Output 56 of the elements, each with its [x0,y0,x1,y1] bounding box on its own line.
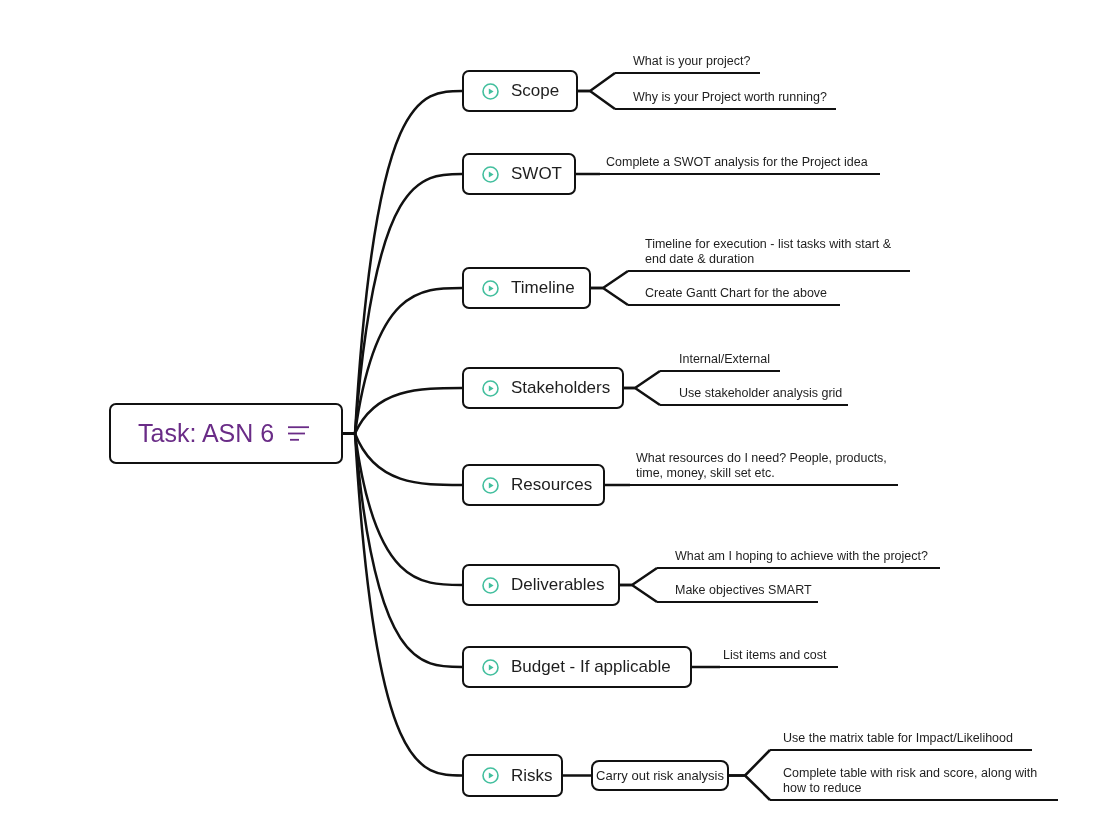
branch-line [343,432,463,777]
topic-text: Resources [511,475,593,495]
topic-text: SWOT [511,164,562,184]
topic-text: What resources do I need? People, products, time, money, skill set etc. [636,451,888,482]
topic-text: Timeline for execution - list tasks with start & end date & duration [645,237,893,268]
branch-line [624,386,661,407]
underlined-topic [628,286,840,307]
underlined-topic [660,352,780,373]
topic-text: Use the matrix table for Impact/Likelihood [783,731,1014,747]
branch-line [729,774,771,801]
branch-line [591,286,629,307]
central-topic-box [109,403,343,464]
topic-box [462,646,692,688]
topic-text: Complete table with risk and score, along with how to reduce [783,766,1039,797]
topic-box [462,267,591,309]
branch-line [605,483,630,487]
topic-text: Complete a SWOT analysis for the Project idea [606,155,869,171]
branch-line [563,774,591,777]
topic-text: What am I hoping to achieve with the project? [675,549,929,565]
underlined-topic [628,237,910,273]
topic-text: List items and cost [723,648,828,664]
topic-text: Why is your Project worth running? [633,90,828,106]
topic-text: Internal/External [679,352,772,368]
underlined-topic [600,155,880,176]
branch-line [578,89,616,110]
underlined-topic [660,386,848,407]
topic-text: Deliverables [511,575,605,595]
topic-box [462,367,624,409]
topic-text: Make objectives SMART [675,583,813,599]
topic-text: Use stakeholder analysis grid [679,386,844,402]
topic-text: Budget - If applicable [511,657,671,677]
branch-line [620,583,658,604]
underlined-topic [657,549,940,570]
underlined-topic [770,766,1058,802]
topic-text: Risks [511,765,553,786]
topic-text: Scope [511,81,560,101]
subtopic-box [591,760,729,791]
topic-text: Create Gantt Chart for the above [645,286,829,302]
branch-line [692,665,720,669]
topic-text: Carry out risk analysis [596,768,724,783]
topic-text: Timeline [511,278,575,298]
underlined-topic [615,90,836,111]
underlined-topic [720,648,838,669]
underlined-topic [657,583,818,604]
topic-box [462,754,563,797]
underlined-topic [770,731,1032,752]
topic-text: What is your project? [633,54,752,70]
topic-box [462,464,605,506]
topic-text: Task: ASN 6 [138,419,275,448]
branch-line [576,172,600,176]
topic-box [462,70,578,112]
topic-box [462,564,620,606]
topic-text: Stakeholders [511,378,611,398]
underlined-topic [615,54,760,75]
underlined-topic [630,451,898,487]
topic-box [462,153,576,195]
